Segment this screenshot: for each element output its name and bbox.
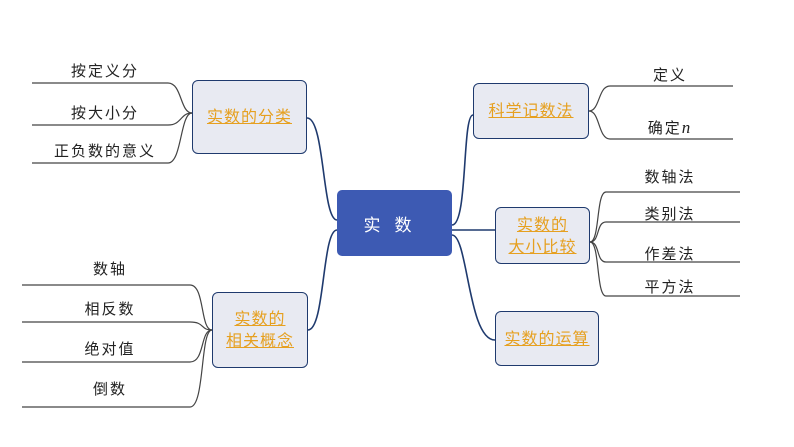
topic-link[interactable]: 相关概念 bbox=[225, 331, 294, 350]
leaf-definition: 定义 bbox=[652, 66, 687, 84]
topic-concepts[interactable]: 实数的 相关概念 bbox=[212, 292, 308, 368]
variable-n: n bbox=[681, 118, 693, 137]
topic-classification[interactable]: 实数的分类 bbox=[192, 80, 307, 154]
leaf-difference-method: 作差法 bbox=[644, 245, 696, 263]
leaf-by-definition: 按定义分 bbox=[70, 62, 139, 80]
topic-link[interactable]: 实数的分类 bbox=[206, 107, 292, 126]
leaf-text: 确定 bbox=[647, 119, 682, 137]
leaf-opposite: 相反数 bbox=[84, 300, 136, 318]
topic-link[interactable]: 实数的 bbox=[234, 309, 286, 328]
topic-link[interactable]: 实数的 bbox=[516, 214, 568, 234]
leaf-square-method: 平方法 bbox=[644, 278, 696, 296]
topic-link[interactable]: 大小比较 bbox=[508, 236, 577, 256]
central-topic[interactable]: 实数 bbox=[337, 190, 452, 256]
topic-link[interactable]: 实数的运算 bbox=[504, 328, 590, 348]
leaf-absolute: 绝对值 bbox=[84, 340, 136, 358]
topic-link[interactable]: 科学记数法 bbox=[488, 101, 574, 120]
topic-compare[interactable]: 实数的 大小比较 bbox=[495, 207, 590, 264]
leaf-determine-n: 确定n bbox=[620, 117, 720, 138]
leaf-number-line-method: 数轴法 bbox=[644, 168, 696, 186]
topic-operation[interactable]: 实数的运算 bbox=[495, 311, 599, 366]
leaf-number-line: 数轴 bbox=[92, 260, 127, 278]
leaf-reciprocal: 倒数 bbox=[92, 380, 127, 398]
topic-scientific[interactable]: 科学记数法 bbox=[473, 83, 589, 139]
leaf-category-method: 类别法 bbox=[644, 205, 696, 223]
leaf-sign-meaning: 正负数的意义 bbox=[53, 142, 156, 160]
leaf-by-size: 按大小分 bbox=[70, 104, 139, 122]
